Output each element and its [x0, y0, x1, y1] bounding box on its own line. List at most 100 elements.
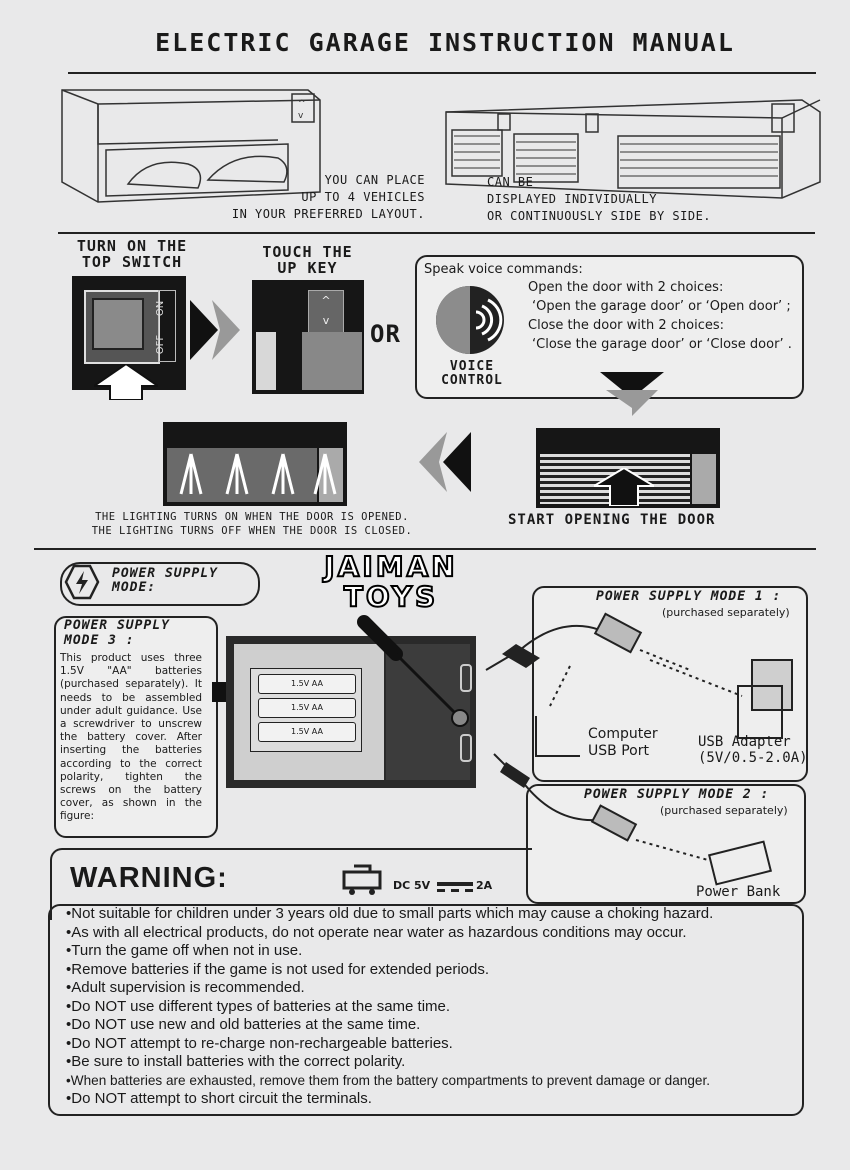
power-bank-cable-illustration: [493, 753, 773, 886]
usb-adapter-label: USB Adapter (5V/0.5-2.0A): [698, 734, 808, 766]
chevron-left-icon: [419, 432, 471, 492]
warning-title: WARNING:: [70, 862, 228, 894]
title-line: MODE 3 :: [64, 633, 135, 648]
caption-line: YOU CAN PLACE: [324, 173, 425, 187]
up-key-panel: ^v: [252, 280, 364, 394]
switch-button: [84, 290, 160, 364]
door-opening-panel: [536, 428, 720, 508]
vehicles-caption: YOU CAN PLACE UP TO 4 VEHICLES IN YOUR P…: [220, 172, 425, 223]
voice-command-line: ‘Close the garage door’ or ‘Close door’ …: [532, 337, 792, 352]
caption-line: OR CONTINUOUSLY SIDE BY SIDE.: [487, 209, 712, 223]
logo-line: TOYS: [343, 580, 439, 613]
warning-list: Not suitable for children under 3 years …: [66, 905, 794, 1109]
warning-frame-top: [50, 848, 532, 920]
warning-item: Do NOT attempt to re-charge non-recharge…: [66, 1035, 794, 1054]
warning-item: As with all electrical products, do not …: [66, 924, 794, 943]
computer-usb-label: Computer USB Port: [588, 726, 658, 760]
switch-off-label: OFF: [155, 334, 167, 355]
mode1-subtitle: (purchased separately): [662, 606, 790, 619]
divider: [58, 232, 815, 234]
voice-command-line: Close the door with 2 choices:: [528, 318, 725, 333]
brand-logo: JAIMAN TOYS: [296, 550, 486, 620]
mode3-description: This product uses three 1.5V "AA" batter…: [60, 652, 202, 823]
mode1-title: POWER SUPPLY MODE 1 :: [596, 589, 782, 604]
caption-line: UP TO 4 VEHICLES: [301, 190, 425, 204]
label-line: TOUCH THE: [262, 243, 353, 261]
warning-item: Do NOT use different types of batteries …: [66, 998, 794, 1017]
warning-item: Remove batteries if the game is not used…: [66, 961, 794, 980]
mode2-box: [526, 784, 806, 904]
svg-text:^: ^: [298, 99, 306, 109]
lighting-caption: THE LIGHTING TURNS ON WHEN THE DOOR IS O…: [82, 510, 422, 538]
label-line: Computer: [588, 726, 658, 742]
svg-text:v: v: [298, 111, 304, 121]
garage-illustration-right: [445, 99, 821, 199]
lighting-panel: [163, 422, 347, 506]
label-line: TURN ON THE: [76, 237, 188, 255]
warning-item: Adult supervision is recommended.: [66, 979, 794, 998]
mode3-title: POWER SUPPLY MODE 3 :: [64, 618, 170, 648]
voice-command-line: ‘Open the garage door’ or ‘Open door’ ;: [532, 299, 791, 314]
usb-port: [460, 664, 472, 692]
label-line: UP KEY: [277, 259, 338, 277]
mode3-box: [54, 616, 218, 838]
amperage: 2A: [476, 879, 493, 892]
page-title: ELECTRIC GARAGE INSTRUCTION MANUAL: [155, 28, 735, 57]
switch-on-label: ON: [155, 300, 167, 317]
warning-item: When batteries are exhausted, remove the…: [66, 1072, 794, 1091]
up-arrow-icon: [594, 468, 654, 506]
battery: 1.5V AA: [258, 674, 356, 694]
lightning-icon: [64, 564, 100, 600]
divider: [68, 72, 816, 74]
chevron-down-icon: [600, 372, 664, 416]
up-key-button: ^v: [308, 290, 344, 338]
dc-voltage: DC 5V: [393, 879, 431, 892]
caption-line: CAN BE: [487, 175, 534, 189]
title-line: POWER SUPPLY: [64, 618, 170, 633]
label-line: USB Port: [588, 743, 649, 759]
caption-line: IN YOUR PREFERRED LAYOUT.: [231, 207, 425, 221]
battery: 1.5V AA: [258, 698, 356, 718]
top-switch-panel: ON OFF: [72, 276, 186, 400]
power-supply-title: POWER SUPPLY MODE:: [112, 567, 218, 595]
key-step-label: TOUCH THE UP KEY: [250, 244, 365, 276]
label-line: VOICE: [449, 359, 495, 374]
display-caption: CAN BE DISPLAYED INDIVIDUALLY OR CONTINU…: [487, 174, 727, 225]
label-line: USB Adapter: [698, 734, 791, 750]
switch-step-label: TURN ON THE TOP SWITCH: [62, 238, 202, 270]
logo-line: JAIMAN: [323, 550, 458, 583]
garage-illustration-left: ^ v: [61, 89, 321, 203]
voice-command-line: Open the door with 2 choices:: [528, 280, 724, 295]
voice-control-label: VOICE CONTROL: [424, 360, 520, 388]
warning-item: Be sure to install batteries with the co…: [66, 1053, 794, 1072]
battery: 1.5V AA: [258, 722, 356, 742]
caption-line: THE LIGHTING TURNS ON WHEN THE DOOR IS O…: [95, 511, 409, 523]
usb-cable-illustration: [485, 612, 793, 757]
chevron-right-icon: [190, 300, 240, 360]
light-beam-icons: [179, 453, 337, 495]
mode2-title: POWER SUPPLY MODE 2 :: [584, 787, 770, 802]
start-opening-caption: START OPENING THE DOOR: [508, 512, 716, 528]
label-line: CONTROL: [441, 373, 503, 388]
header-line: MODE:: [112, 580, 157, 595]
caption-line: THE LIGHTING TURNS OFF WHEN THE DOOR IS …: [91, 525, 413, 537]
label-line: (5V/0.5-2.0A): [698, 750, 808, 766]
power-supply-header: [60, 562, 260, 606]
screwdriver-icon: [357, 615, 469, 727]
voice-control-icon: [436, 286, 504, 354]
warning-item: Do NOT attempt to short circuit the term…: [66, 1090, 794, 1109]
train-icon: [342, 864, 382, 895]
caption-line: DISPLAYED INDIVIDUALLY: [487, 192, 657, 206]
mode2-subtitle: (purchased separately): [660, 804, 788, 817]
power-bank-label: Power Bank: [696, 884, 781, 900]
warning-item: Not suitable for children under 3 years …: [66, 905, 794, 924]
header-line: POWER SUPPLY: [112, 566, 218, 581]
voice-title: Speak voice commands:: [424, 262, 583, 277]
or-label: OR: [370, 320, 401, 348]
warning-item: Do NOT use new and old batteries at the …: [66, 1016, 794, 1035]
up-arrow-icon: [94, 364, 158, 400]
usb-port: [460, 734, 472, 762]
dc-symbol-icon: [437, 882, 473, 892]
label-line: TOP SWITCH: [81, 253, 183, 271]
warning-item: Turn the game off when not in use.: [66, 942, 794, 961]
